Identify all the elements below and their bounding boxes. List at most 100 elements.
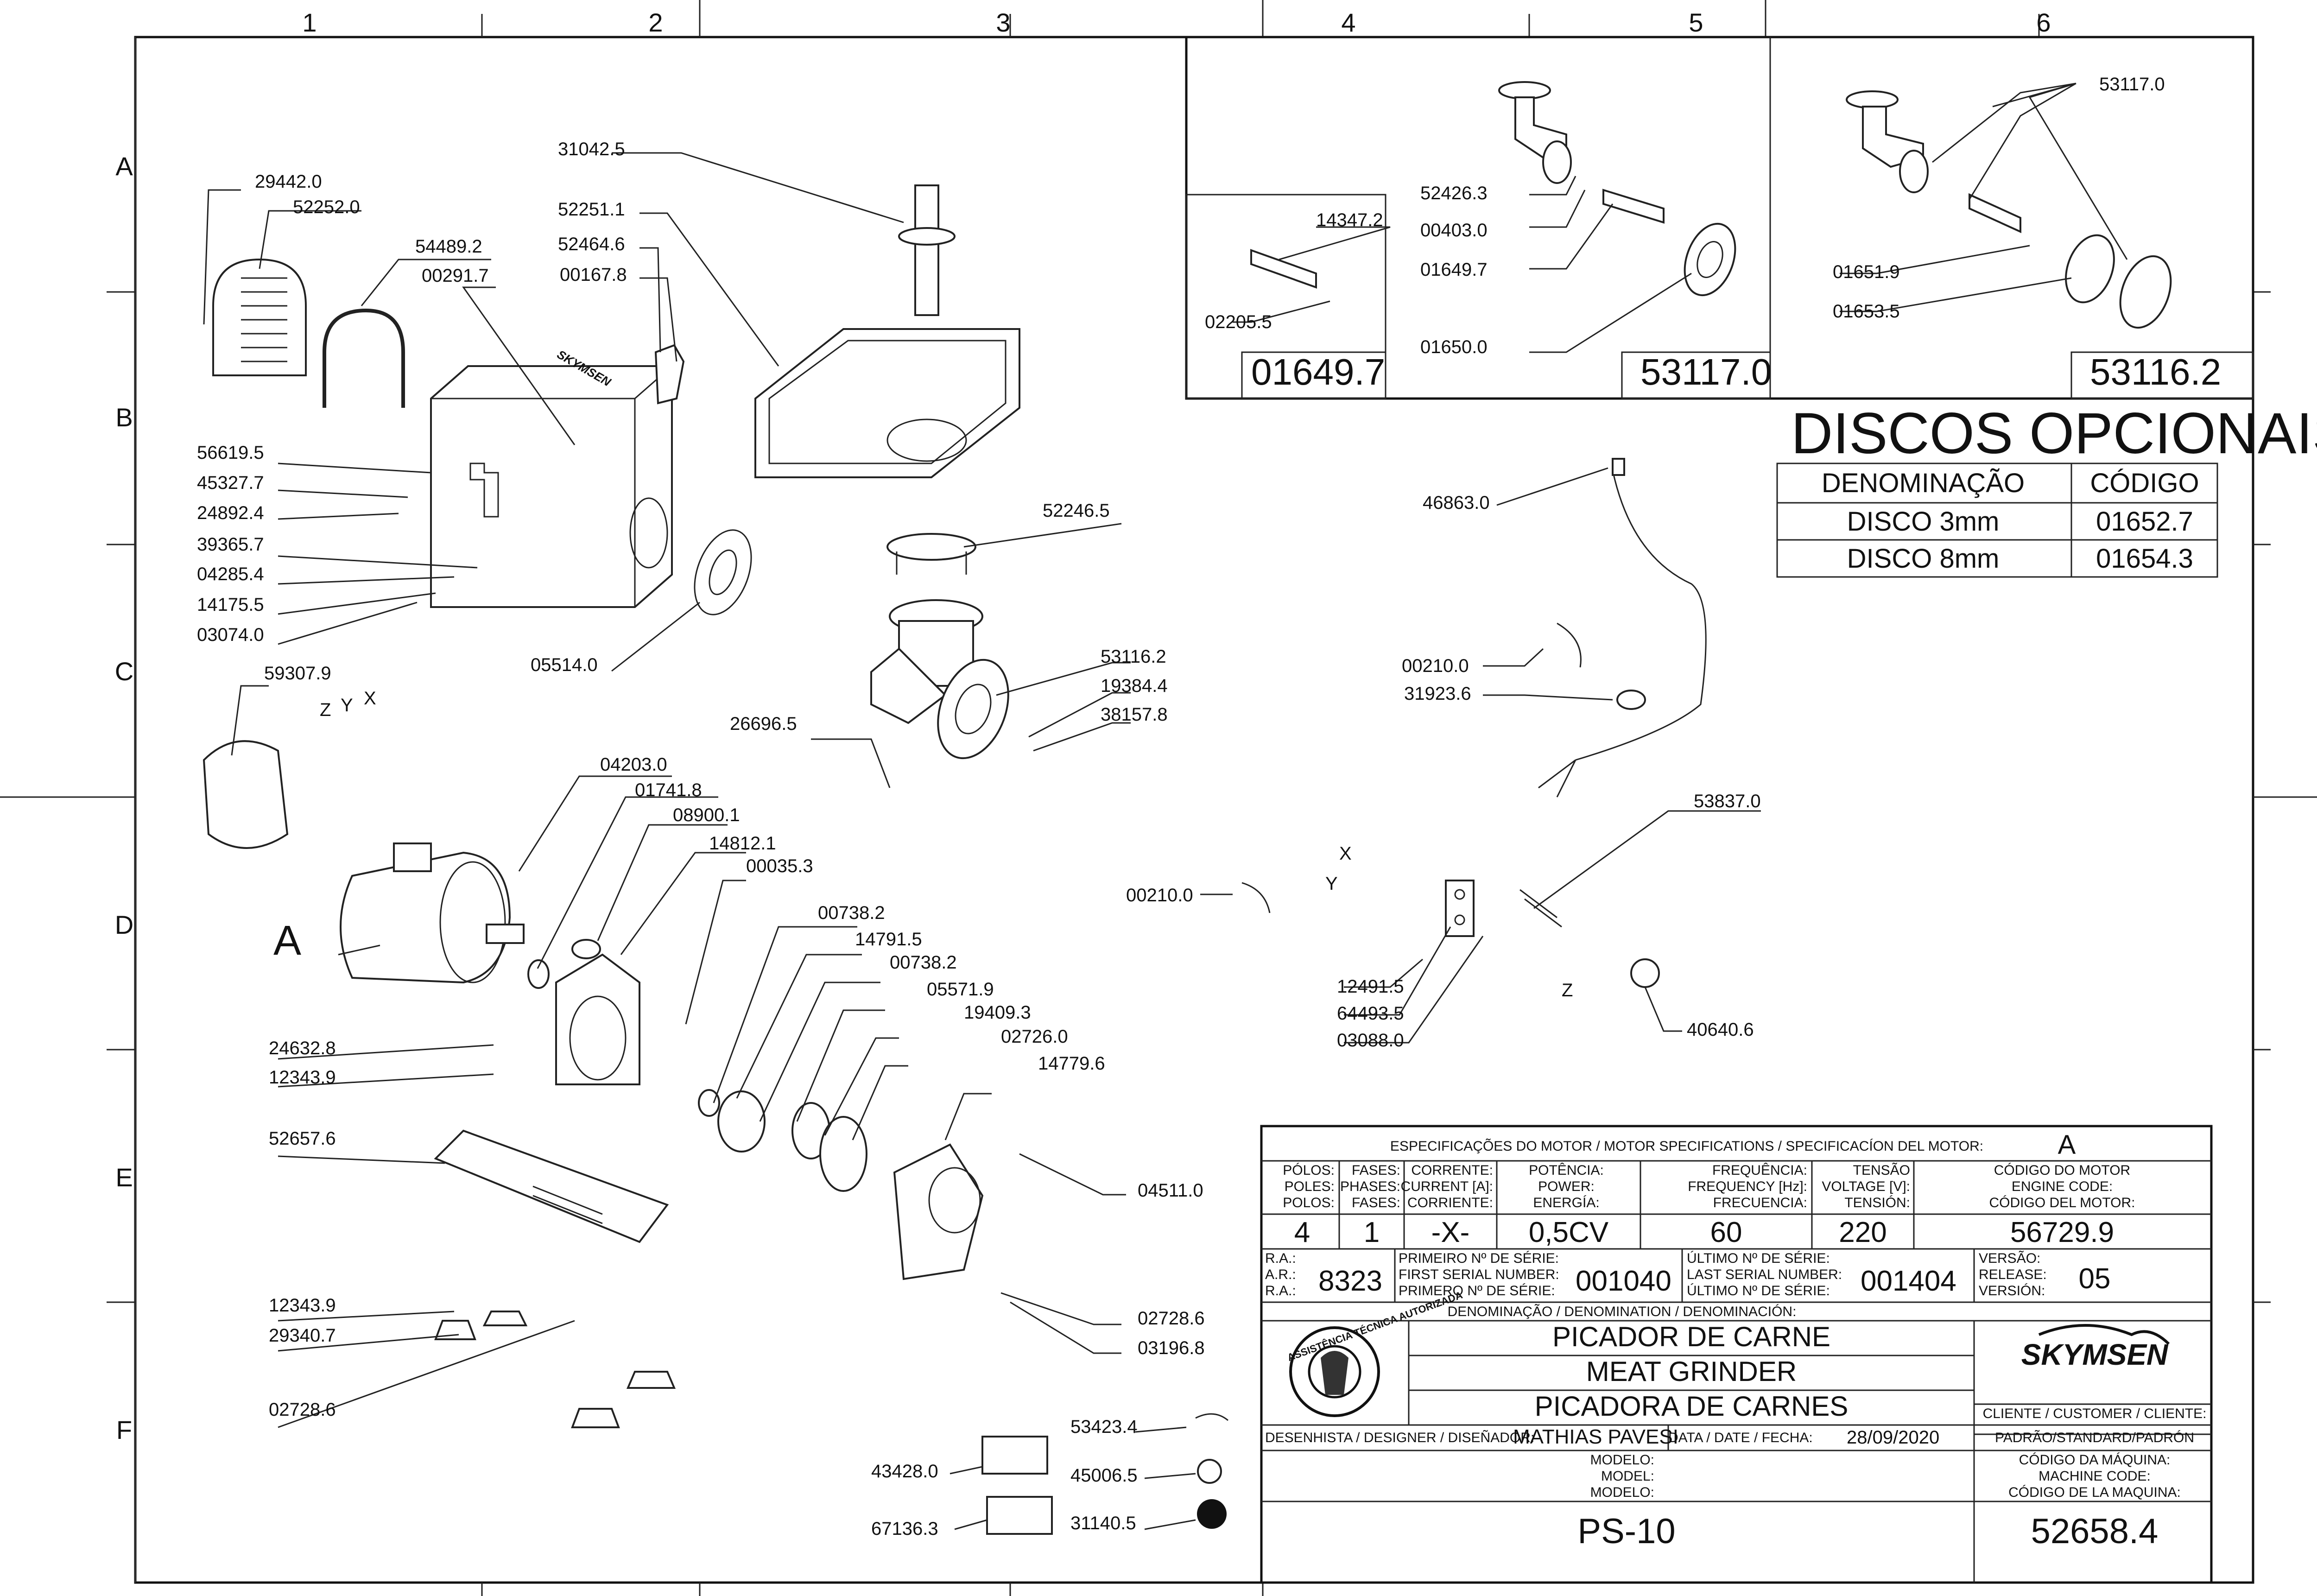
svg-text:PÓLOS:: PÓLOS:: [1283, 1163, 1335, 1178]
part-callout: 52251.1: [558, 199, 625, 220]
part-callout: 01651.9: [1833, 262, 1900, 282]
part-callout: 12491.5: [1337, 976, 1404, 997]
motor-spec-current: CORRENTE: CURRENT [A]: CORRIENTE: -X-: [1401, 1163, 1493, 1248]
authorized-service-stamp: ASSISTÊNCIA TÉCNICA AUTORIZADA: [1285, 1289, 1464, 1417]
motor-spec-value: 56729.9: [2010, 1216, 2114, 1248]
product-name-en: MEAT GRINDER: [1586, 1356, 1797, 1387]
model-label: MODEL:: [1601, 1469, 1654, 1484]
disc-code: 01654.3: [2096, 544, 2193, 574]
part-callout: 56619.5: [197, 443, 264, 463]
part-callout: 14347.2: [1316, 210, 1383, 230]
part-callout: 03196.8: [1138, 1338, 1205, 1358]
grid-col-1: 1: [302, 8, 317, 37]
serial-version: VERSÃO: RELEASE: VERSIÓN: 05: [1979, 1250, 2110, 1298]
optional-kits: 01649.7 53117.0 53116.2: [1185, 36, 2254, 400]
motor-spec-poles: PÓLOS: POLES: POLOS: 4: [1283, 1163, 1335, 1248]
svg-text:CÓDIGO DEL MOTOR:: CÓDIGO DEL MOTOR:: [1989, 1195, 2135, 1210]
designer-value: MATHIAS PAVESI: [1513, 1425, 1678, 1448]
part-callout: 00738.2: [818, 903, 885, 923]
grid-col-6: 6: [2036, 8, 2051, 37]
svg-text:CÓDIGO DO MOTOR: CÓDIGO DO MOTOR: [1994, 1163, 2130, 1178]
svg-text:CORRIENTE:: CORRIENTE:: [1407, 1195, 1493, 1210]
svg-text:FIRST SERIAL NUMBER:: FIRST SERIAL NUMBER:: [1399, 1267, 1559, 1282]
gearbox-part: [555, 953, 640, 1085]
svg-text:POLES:: POLES:: [1285, 1179, 1335, 1194]
kit-code-label: 53116.2: [2090, 351, 2221, 393]
part-callout: 31042.5: [558, 139, 625, 159]
part-callout: 40640.6: [1687, 1020, 1754, 1040]
machine-code-label: CÓDIGO DA MÁQUINA:: [2019, 1452, 2171, 1468]
svg-text:ENERGÍA:: ENERGÍA:: [1533, 1195, 1599, 1210]
svg-text:FREQUENCY [Hz]:: FREQUENCY [Hz]:: [1688, 1179, 1807, 1194]
part-callout: 39365.7: [197, 534, 264, 555]
ra-value: 8323: [1318, 1265, 1382, 1297]
part-callout: 19384.4: [1101, 676, 1168, 696]
optional-discs-col-name: DENOMINAÇÃO: [1822, 468, 2025, 498]
optional-discs-col-code: CÓDIGO: [2090, 468, 2199, 498]
svg-text:CORRENTE:: CORRENTE:: [1411, 1163, 1493, 1178]
grid-row-f: F: [116, 1415, 132, 1444]
capacitor-sleeve-part: [203, 740, 289, 849]
product-name-es: PICADORA DE CARNES: [1535, 1391, 1849, 1422]
grid-col-3: 3: [996, 8, 1010, 37]
first-serial-value: 001040: [1576, 1265, 1671, 1297]
part-callout: 52252.0: [293, 197, 360, 217]
serial-first: PRIMEIRO Nº DE SÉRIE: FIRST SERIAL NUMBE…: [1399, 1251, 1671, 1298]
motor-spec-engine-code: CÓDIGO DO MOTOR ENGINE CODE: CÓDIGO DEL …: [1989, 1163, 2135, 1248]
date-label: DATA / DATE / FECHA:: [1668, 1430, 1813, 1445]
model-label: MODELO:: [1590, 1452, 1654, 1468]
part-callout: 14779.6: [1038, 1053, 1105, 1074]
motor-part: [340, 851, 511, 984]
part-callout: 29340.7: [269, 1325, 336, 1346]
grid-row-c: C: [115, 657, 133, 686]
part-callout: 05514.0: [531, 655, 598, 675]
axis-z-label: Z: [1562, 980, 1573, 1001]
motor-spec-value: 1: [1364, 1216, 1380, 1248]
part-callout: 03074.0: [197, 625, 264, 645]
part-callout: 46863.0: [1423, 493, 1490, 513]
svg-text:TENSÃO: TENSÃO: [1853, 1162, 1910, 1178]
part-callout: 52246.5: [1043, 500, 1110, 521]
part-callout: 67136.3: [871, 1519, 938, 1539]
motor-spec-value: -X-: [1431, 1216, 1470, 1248]
motor-spec-voltage: TENSÃO VOLTAGE [V]: TENSIÓN: 220: [1822, 1162, 1910, 1248]
part-callout: 05571.9: [927, 979, 994, 1000]
svg-text:RELEASE:: RELEASE:: [1979, 1267, 2047, 1282]
date-value: 28/09/2020: [1847, 1427, 1939, 1448]
part-callout: 02726.0: [1001, 1026, 1068, 1047]
grid-col-2: 2: [648, 8, 663, 37]
part-callout: 26696.5: [730, 714, 797, 734]
part-callout: 02728.6: [1138, 1308, 1205, 1329]
model-label: MODELO:: [1590, 1485, 1654, 1500]
axis-y-label: Y: [1325, 874, 1338, 894]
designer-label: DESENHISTA / DESIGNER / DISEÑADOR:: [1265, 1430, 1534, 1445]
part-callout: 14812.1: [709, 833, 776, 854]
pusher-part: [914, 184, 939, 316]
machine-code-label: MACHINE CODE:: [2038, 1469, 2151, 1484]
axis-x-label: X: [1339, 843, 1352, 864]
client-label: CLIENTE / CUSTOMER / CLIENTE:: [1983, 1406, 2207, 1421]
part-callout: 38157.8: [1101, 704, 1168, 725]
svg-text:R.A.:: R.A.:: [1265, 1251, 1296, 1266]
part-callout: 01650.0: [1420, 337, 1488, 357]
part-callout: 19409.3: [964, 1002, 1031, 1023]
product-name-pt: PICADOR DE CARNE: [1552, 1321, 1830, 1352]
svg-text:POTÊNCIA:: POTÊNCIA:: [1529, 1163, 1604, 1178]
last-serial-value: 001404: [1861, 1265, 1956, 1297]
part-callout: 04285.4: [197, 564, 264, 584]
part-callout: 31923.6: [1404, 684, 1471, 704]
part-callout: 00210.0: [1126, 885, 1193, 906]
svg-text:VERSIÓN:: VERSIÓN:: [1979, 1283, 2045, 1298]
motor-spec-frequency: FREQUÊNCIA: FREQUENCY [Hz]: FRECUENCIA: …: [1688, 1163, 1807, 1248]
part-callout: 43428.0: [871, 1461, 938, 1482]
axis-x-label: X: [364, 688, 376, 709]
part-callout: 64493.5: [1337, 1003, 1404, 1024]
part-callout: 29442.0: [255, 171, 322, 192]
part-callout: 01653.5: [1833, 301, 1900, 322]
motor-spec-value: 220: [1839, 1216, 1887, 1248]
part-callout: 14175.5: [197, 595, 264, 615]
part-callout: 08900.1: [673, 805, 740, 825]
kit-code-label: 01649.7: [1251, 351, 1385, 393]
svg-text:LAST SERIAL NUMBER:: LAST SERIAL NUMBER:: [1687, 1267, 1842, 1282]
